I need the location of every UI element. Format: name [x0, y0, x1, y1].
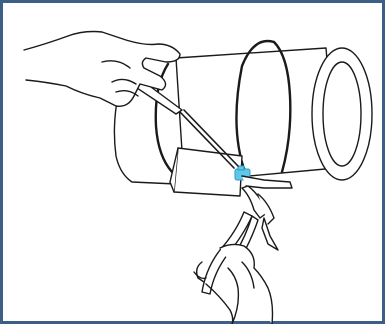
pliers [202, 186, 278, 294]
lower-hand [194, 244, 273, 324]
clamp-housing [170, 148, 242, 196]
duct-clamp-illustration [6, 6, 385, 324]
clamp-bracket [242, 176, 292, 188]
